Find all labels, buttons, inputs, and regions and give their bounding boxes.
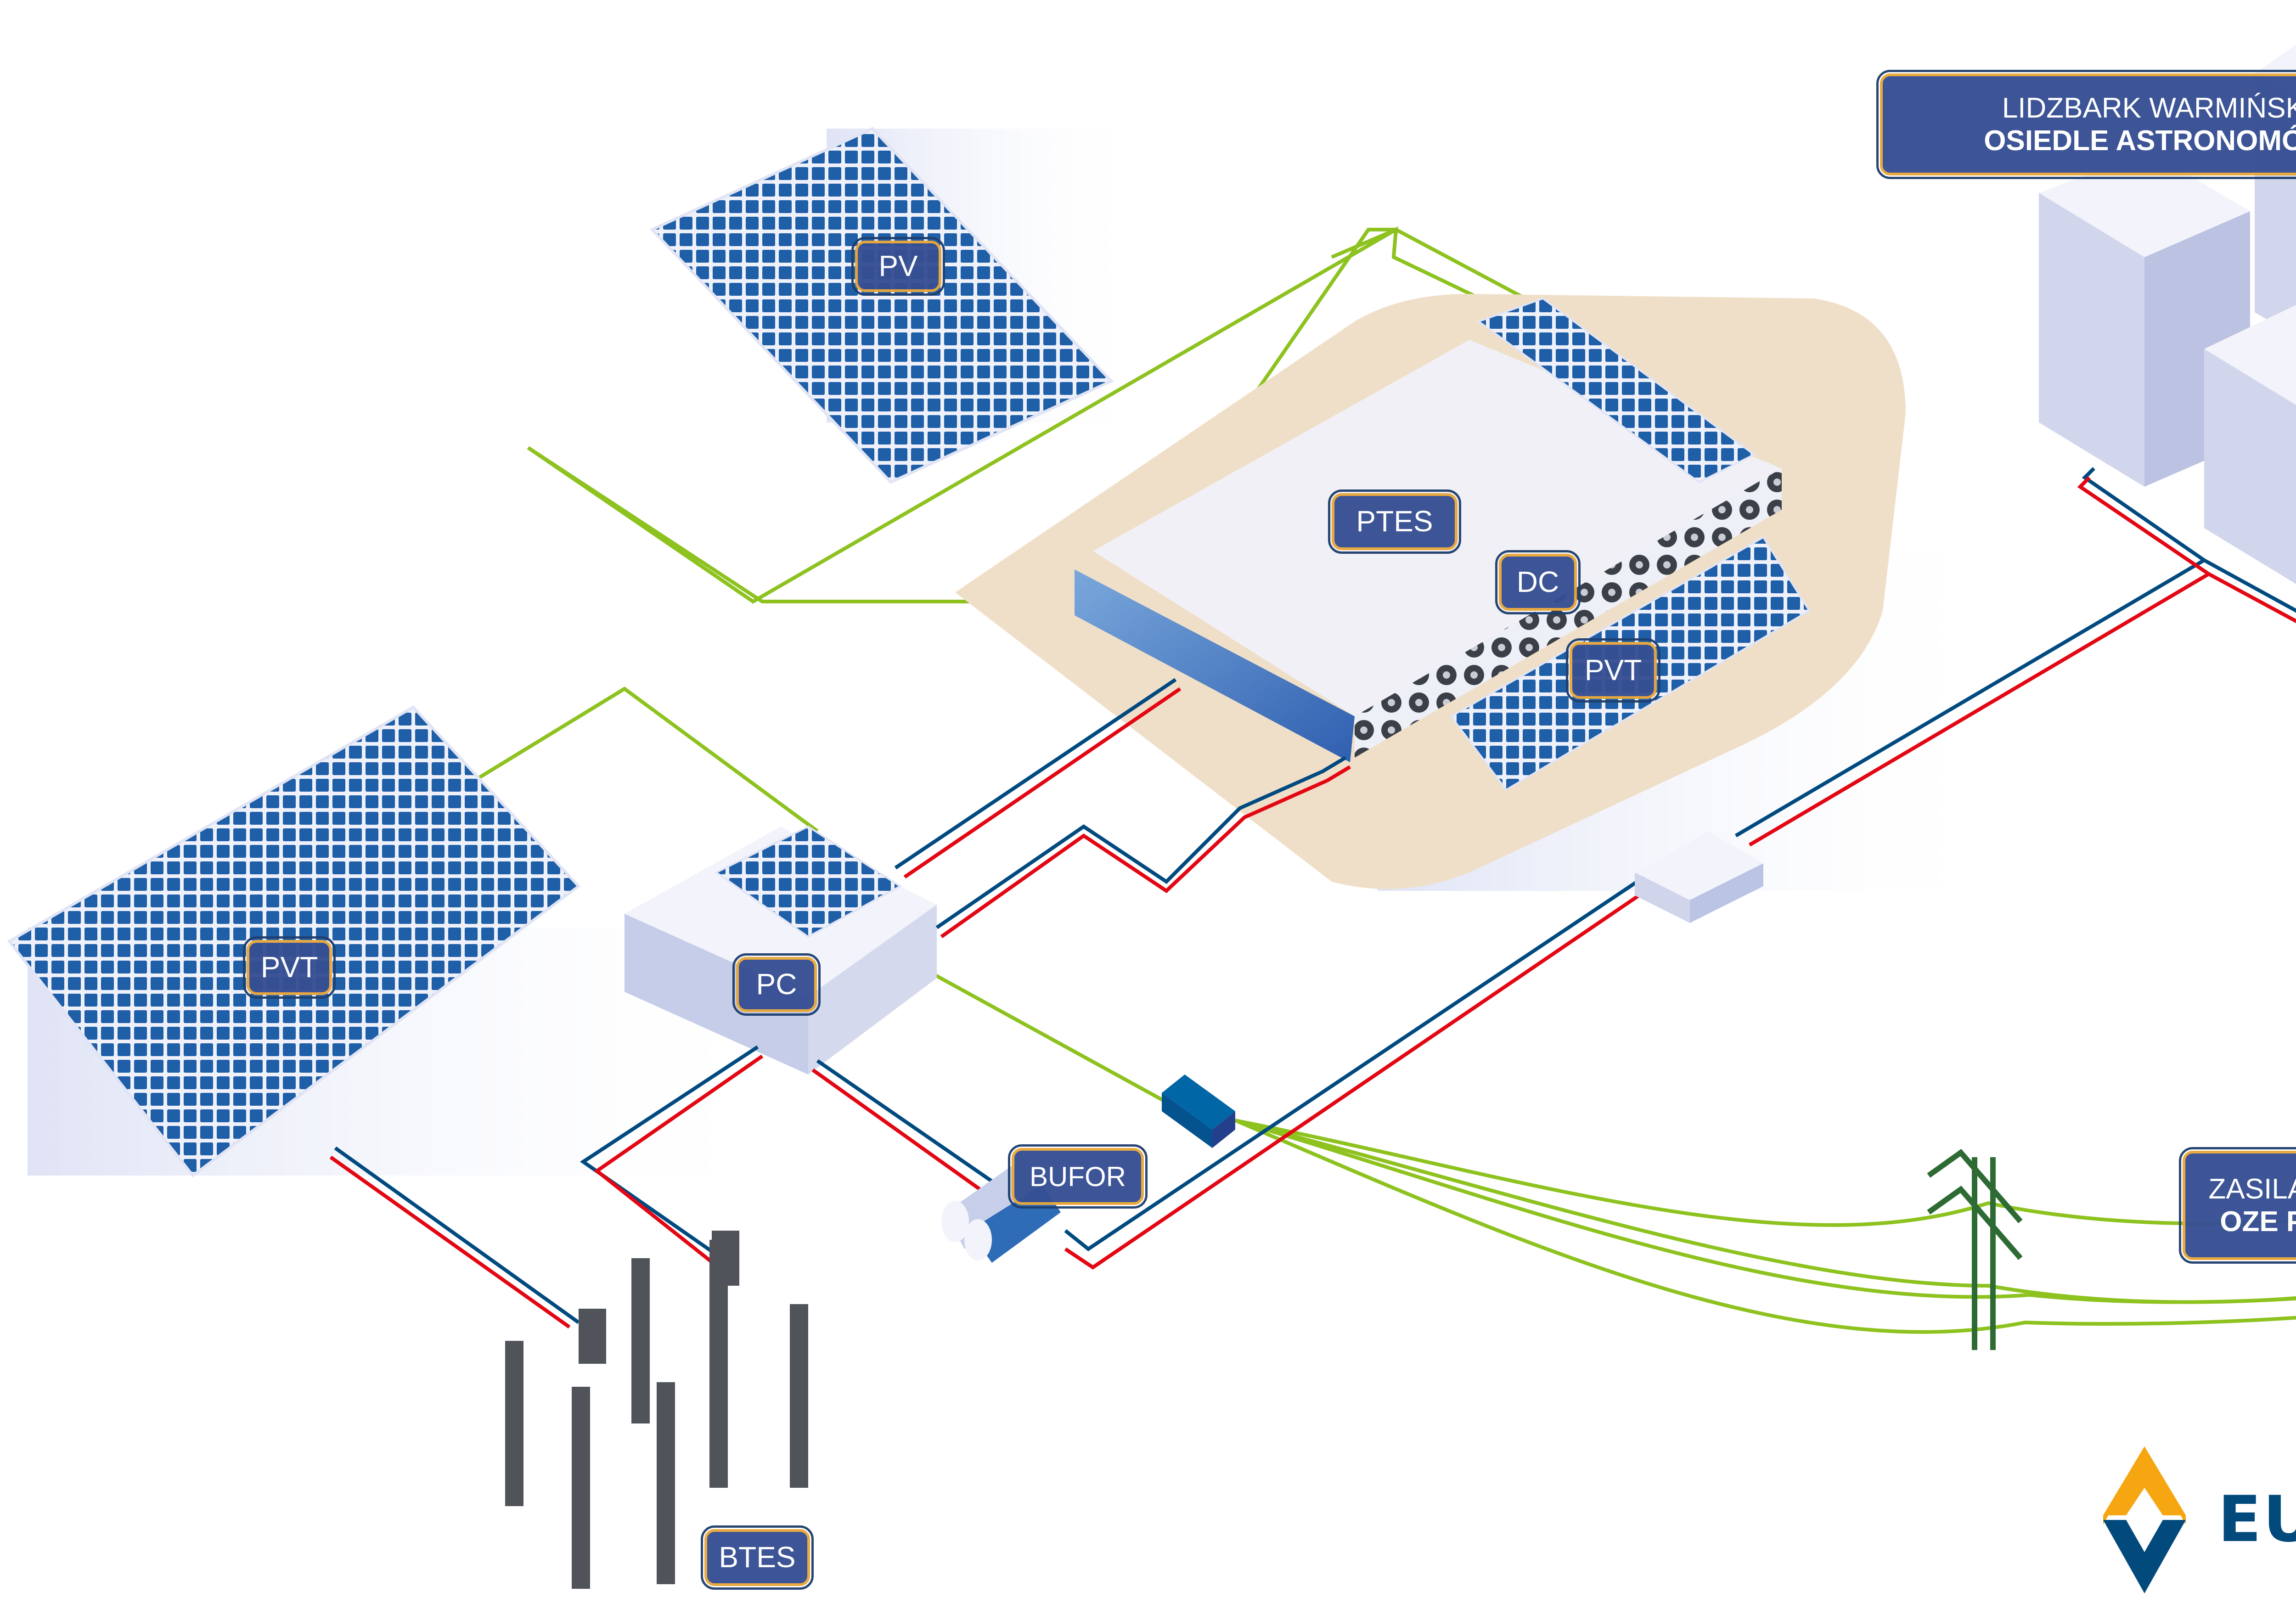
btes-label: BTES — [701, 1525, 814, 1590]
euros-energy-diamond-icon — [2103, 1446, 2186, 1593]
pv-array-top — [649, 127, 1114, 484]
pvt-left-label: PVT — [243, 936, 336, 999]
electric-line-pvt-left — [458, 686, 819, 833]
dc-label: DC — [1495, 550, 1581, 614]
junction-box — [1635, 831, 1763, 923]
grid-cable-4 — [1234, 1119, 2296, 1334]
ptes-label: PTES — [1328, 489, 1461, 554]
transmission-tower — [1927, 1148, 2023, 1350]
btes-boreholes — [505, 1231, 808, 1589]
pc-building — [625, 825, 937, 1075]
pc-label: PC — [732, 953, 821, 1016]
electric-line-pc-to-inverter — [931, 972, 1167, 1104]
grid-cable-2 — [1234, 1119, 2296, 1304]
location-city: LIDZBARK WARMIŃSKI — [2002, 92, 2296, 124]
grid-cable-1 — [1235, 1119, 2296, 1227]
pv-label: PV — [851, 237, 945, 296]
location-label: LIDZBARK WARMIŃSKI OSIEDLE ASTRONOMÓW — [1876, 70, 2296, 179]
grid-supply-line1: ZASILANIE — [2208, 1173, 2296, 1205]
bufor-label: BUFOR — [1008, 1144, 1148, 1209]
logo-word-euros: EUROS — [2218, 1482, 2296, 1556]
pvt-right-label: PVT — [1566, 638, 1660, 703]
grid-supply-label: ZASILANIE OZE PPA — [2179, 1147, 2296, 1264]
pvt-array-ptes-top — [1476, 297, 1756, 484]
heat-pipes — [329, 467, 2296, 1329]
grid-supply-line2: OZE PPA — [2220, 1206, 2296, 1238]
dry-coolers — [1355, 468, 1782, 758]
inverter-box — [1162, 1075, 1235, 1148]
residential-buildings — [2039, 45, 2296, 584]
grid-cable-3 — [1234, 1119, 2296, 1304]
euros-energy-logo: EUROS ENERGY — [2094, 1446, 2296, 1593]
location-district: OSIEDLE ASTRONOMÓW — [1984, 125, 2296, 157]
ptes-tank-face — [1075, 569, 1355, 762]
